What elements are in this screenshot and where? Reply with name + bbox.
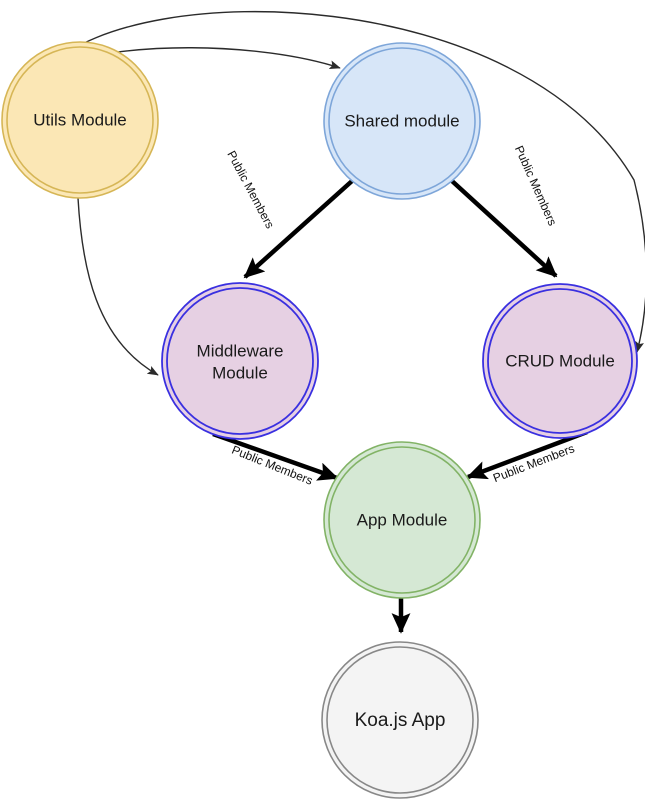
node-shared-outer-ring [323, 42, 481, 200]
edge-shared-to-crud-path [450, 179, 558, 278]
node-crud-label: CRUD Module [505, 351, 615, 370]
edge-shared-to-middleware-path [243, 179, 354, 279]
edge-utils-to-crud-path [49, 10, 645, 353]
node-utils[interactable]: Utils Module [1, 41, 159, 199]
node-app-inner-ring [328, 446, 476, 594]
node-shared-inner-ring [328, 47, 476, 195]
node-koa[interactable]: Koa.js App [321, 641, 479, 799]
edge-label-shared-to-crud: Public Members [512, 144, 560, 228]
node-middleware-label-line1: Middleware [197, 341, 284, 360]
node-utils-label: Utils Module [33, 110, 127, 129]
node-crud-outer-ring [482, 283, 638, 439]
node-middleware-inner-ring [166, 287, 314, 435]
edge-middleware-to-app: Public Members [212, 431, 339, 488]
node-koa-inner-ring [326, 646, 474, 794]
node-app-label: App Module [357, 510, 448, 529]
node-middleware-outer-ring [161, 282, 319, 440]
node-utils-outer-ring [1, 41, 159, 199]
node-middleware[interactable]: Middleware Module [161, 282, 319, 440]
node-koa-label: Koa.js App [355, 710, 446, 731]
edge-utils-to-middleware-path [77, 197, 159, 376]
edge-utils-to-middleware [77, 197, 159, 376]
node-koa-outer-ring [321, 641, 479, 799]
edge-shared-to-middleware: Public Members [224, 148, 354, 279]
edge-crud-to-app-path [466, 429, 588, 480]
edge-middleware-to-app-path [212, 431, 339, 481]
node-crud-inner-ring [487, 288, 633, 434]
node-app-outer-ring [323, 441, 481, 599]
node-utils-inner-ring [6, 46, 154, 194]
node-crud[interactable]: CRUD Module [482, 283, 638, 439]
node-shared[interactable]: Shared module [323, 42, 481, 200]
node-middleware-label-line2: Module [212, 363, 268, 382]
edge-label-shared-to-middleware: Public Members [224, 148, 277, 231]
node-app[interactable]: App Module [323, 441, 481, 599]
edge-crud-to-app: Public Members [466, 429, 588, 485]
edge-utils-to-crud [49, 10, 645, 353]
node-shared-label: Shared module [344, 111, 459, 130]
